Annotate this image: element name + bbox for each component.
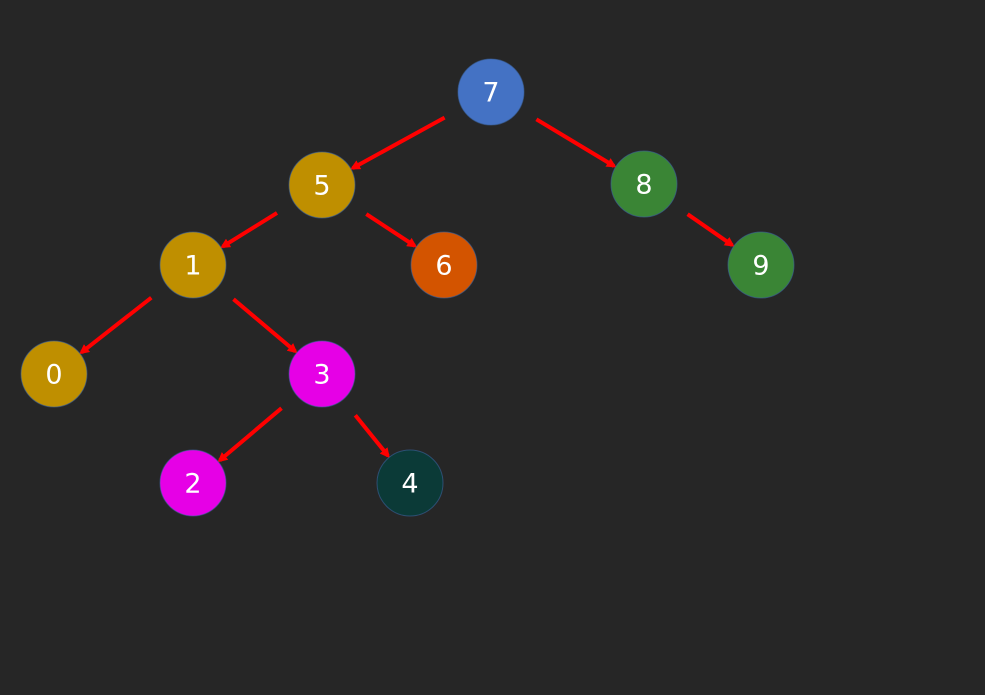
- tree-node-3: 3: [288, 340, 356, 408]
- edge-n7-to-n5: [350, 115, 446, 170]
- node-label: 9: [752, 251, 769, 282]
- node-label: 2: [184, 469, 201, 500]
- node-circle: [288, 151, 356, 219]
- node-label: 8: [635, 170, 652, 201]
- node-circle: [20, 340, 88, 408]
- edge-n5-to-n1: [220, 211, 279, 249]
- node-circle: [159, 449, 227, 517]
- node-circle: [410, 231, 478, 299]
- node-circle: [288, 340, 356, 408]
- node-label: 6: [435, 251, 452, 282]
- edge-n3-to-n4: [353, 413, 390, 459]
- node-label: 1: [184, 251, 201, 282]
- node-circle: [159, 231, 227, 299]
- tree-node-8: 8: [610, 150, 678, 218]
- node-label: 7: [482, 78, 499, 109]
- tree-node-6: 6: [410, 231, 478, 299]
- edge-n7-to-n8: [535, 117, 617, 168]
- node-circle: [727, 231, 795, 299]
- node-circle: [610, 150, 678, 218]
- nodes-layer: 7 5 8 1 6 9 0 3 2 4: [20, 58, 795, 517]
- tree-node-7: 7: [457, 58, 525, 126]
- edge-n1-to-n0: [79, 296, 153, 355]
- node-label: 0: [45, 360, 62, 391]
- tree-node-5: 5: [288, 151, 356, 219]
- node-circle: [457, 58, 525, 126]
- edge-n1-to-n3: [232, 297, 298, 354]
- tree-node-9: 9: [727, 231, 795, 299]
- node-label: 5: [313, 171, 330, 202]
- tree-node-2: 2: [159, 449, 227, 517]
- node-circle: [376, 449, 444, 517]
- tree-node-0: 0: [20, 340, 88, 408]
- edge-n3-to-n2: [217, 406, 283, 463]
- tree-node-1: 1: [159, 231, 227, 299]
- node-label: 3: [313, 360, 330, 391]
- edge-n8-to-n9: [686, 212, 735, 247]
- node-label: 4: [401, 469, 418, 500]
- tree-node-4: 4: [376, 449, 444, 517]
- edge-n5-to-n6: [365, 212, 418, 248]
- edges-layer: [79, 115, 735, 463]
